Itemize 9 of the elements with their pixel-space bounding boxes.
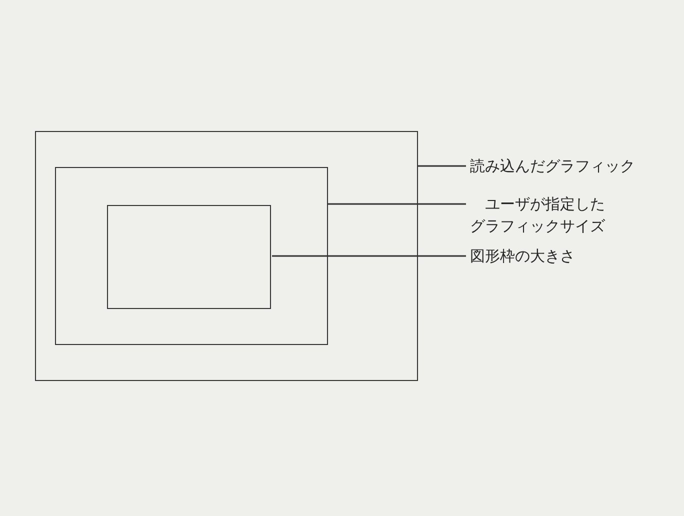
leader-line — [272, 255, 466, 257]
callout-label: 図形枠の大きさ — [470, 245, 670, 267]
callout-label: 読み込んだグラフィック — [470, 155, 670, 177]
leader-line — [418, 165, 466, 167]
callout-label: ユーザが指定したグラフィックサイズ — [470, 193, 610, 237]
outer-rectangle — [35, 131, 418, 381]
leader-line — [328, 203, 466, 205]
inner-rectangle — [107, 205, 271, 309]
middle-rectangle — [54, 166, 328, 344]
